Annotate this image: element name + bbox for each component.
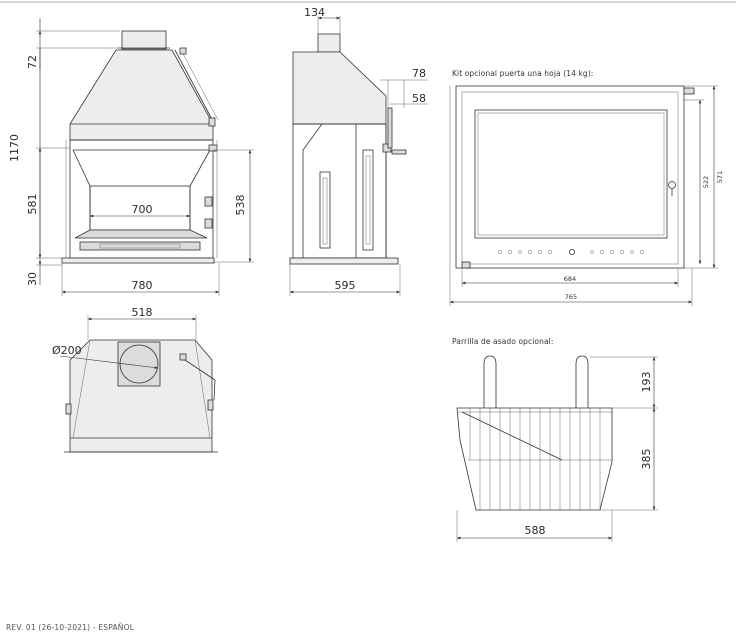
grill: Parrilla de asado opcional: 193 385 (452, 337, 658, 542)
dim-top-width: 518 (132, 306, 153, 319)
dim-door-inner-height: 522 (702, 176, 710, 188)
dim-top-flue-diameter: Ø200 (52, 344, 82, 357)
dim-door-inner-width: 684 (564, 275, 576, 283)
dim-front-opening-width: 700 (132, 203, 153, 216)
dim-side-collar: 134 (304, 6, 325, 19)
dim-front-height-total: 1170 (8, 134, 21, 162)
dim-front-width-total: 780 (132, 279, 153, 292)
dim-door-outer-width: 765 (565, 293, 577, 301)
dim-grill-basket-height: 385 (640, 449, 653, 470)
top-view: 518 Ø200 (52, 306, 218, 453)
dim-side-offset-b: 58 (412, 92, 426, 105)
door-kit: Kit opcional puerta una hoja (14 kg): 68… (449, 69, 724, 306)
door-vent-holes (498, 248, 644, 255)
revision-footer: REV. 01 (26-10-2021) - ESPAÑOL (6, 623, 135, 632)
dim-front-chimney-top: 72 (26, 55, 39, 69)
dim-door-outer-height: 571 (716, 171, 724, 183)
dim-side-offset-a: 78 (412, 67, 426, 80)
dim-front-base: 30 (26, 272, 39, 286)
side-view: 134 78 58 595 (289, 6, 428, 296)
dim-grill-handle-height: 193 (640, 372, 653, 393)
door-kit-caption: Kit opcional puerta una hoja (14 kg): (452, 69, 593, 78)
dim-side-depth: 595 (335, 279, 356, 292)
dim-front-opening-height: 581 (26, 194, 39, 215)
grill-caption: Parrilla de asado opcional: (452, 337, 553, 346)
grill-wires (469, 408, 601, 510)
front-view: 1170 72 581 30 700 780 538 (8, 18, 254, 296)
dim-front-side-height: 538 (234, 195, 247, 216)
dim-grill-width: 588 (525, 524, 546, 537)
